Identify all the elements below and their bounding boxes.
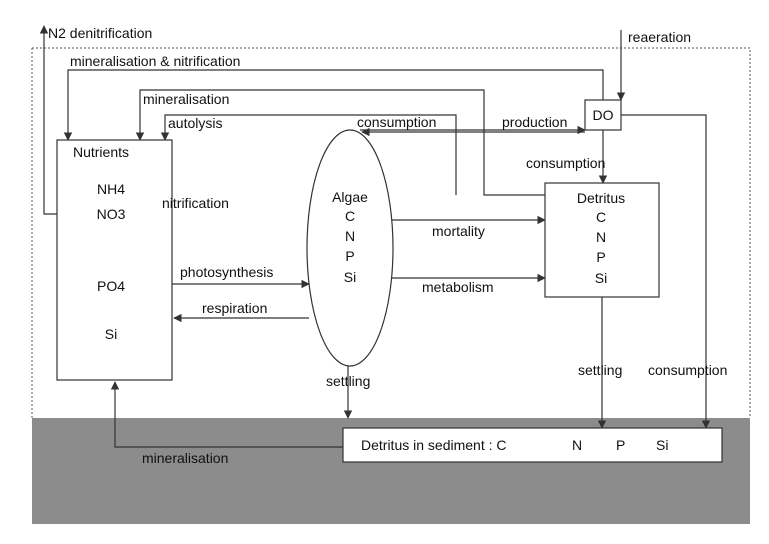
po4-label: PO4 [97,278,125,294]
autolysis-label: autolysis [168,115,222,131]
respiration-label: respiration [202,300,267,316]
consumption-do-label: consumption [526,155,605,171]
do-box: DO [584,99,622,131]
algae-title: Algae [332,189,368,205]
consumption-top-label: consumption [357,114,436,130]
algae-p-label: P [345,248,354,264]
sediment-si-label: Si [656,437,668,453]
water-boundary-dotted [31,47,751,418]
settling-detritus-label: settling [578,362,622,378]
settling-algae-label: settling [326,373,370,389]
detritus-box: Detritus C N P Si [544,182,660,298]
detritus-c-label: C [596,209,606,225]
detritus-si-label: Si [595,270,607,286]
mineralisation-nitrification-label: mineralisation & nitrification [70,53,240,69]
mineralisation-top-label: mineralisation [143,91,229,107]
consumption-right-label: consumption [648,362,727,378]
do-label: DO [593,107,614,123]
n2-denitrification-label: N2 denitrification [48,25,152,41]
mineralisation-bottom-arrow [110,381,343,448]
sediment-detritus-box: Detritus in sediment : C N P Si [342,427,723,463]
no3-label: NO3 [97,206,126,222]
flow-labels: N2 denitrification reaeration mineralisa… [48,25,727,466]
algae-ellipse: Algae C N P Si [306,129,394,367]
si-label: Si [105,326,117,342]
sediment-n-label: N [572,437,582,453]
sediment-p-label: P [616,437,625,453]
detritus-title: Detritus [577,190,625,206]
mineralisation-bottom-label: mineralisation [142,450,228,466]
algae-n-label: N [345,228,355,244]
consumption-right-arrow [621,114,711,429]
metabolism-label: metabolism [422,279,494,295]
mineralisation-nitrification-arrow [63,69,604,141]
sediment-detritus-label: Detritus in sediment : C [361,437,507,453]
mineralisation-top-arrow [135,89,545,196]
nitrification-label: nitrification [162,195,229,211]
photosynthesis-label: photosynthesis [180,264,273,280]
nutrients-title: Nutrients [73,144,129,160]
algae-c-label: C [345,208,355,224]
mortality-label: mortality [432,223,485,239]
autolysis-arrow [160,114,457,195]
reaeration-label: reaeration [628,29,691,45]
production-label: production [502,114,567,130]
nh4-label: NH4 [97,181,125,197]
detritus-n-label: N [596,229,606,245]
nutrients-box: Nutrients NH4 NO3 PO4 Si [56,139,173,381]
detritus-p-label: P [596,249,605,265]
algae-si-label: Si [344,269,356,285]
